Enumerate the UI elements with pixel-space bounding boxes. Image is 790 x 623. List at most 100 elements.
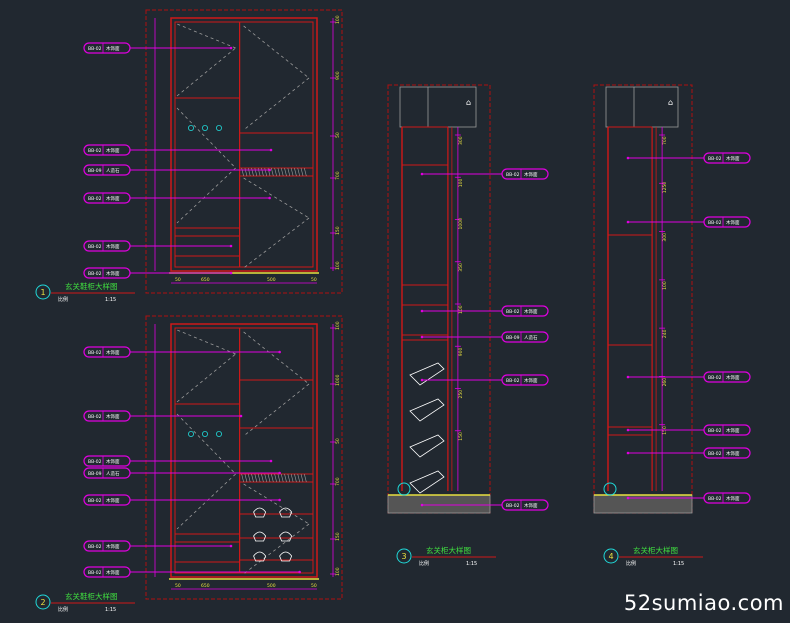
- scale-label: 比例: [626, 560, 636, 567]
- drawing-number: 4: [608, 552, 613, 561]
- leader-dot: [229, 271, 233, 275]
- dimension-value: 50: [335, 132, 341, 138]
- door-swing-line: [243, 483, 310, 525]
- drawing-number: 3: [401, 552, 406, 561]
- watermark-text: 52sumiao.com: [623, 591, 784, 615]
- dimension-value: 300: [458, 136, 464, 145]
- stone-hatch: [254, 167, 258, 177]
- scale-label: 比例: [419, 560, 429, 567]
- tag-code: BB-02: [708, 496, 722, 502]
- tag-code: BB-02: [506, 378, 520, 384]
- tag-code: BB-02: [88, 271, 102, 277]
- stone-hatch: [257, 473, 261, 483]
- dimension-value: 50: [175, 277, 181, 283]
- shoe-icon: [279, 551, 293, 562]
- stone-hatch: [300, 167, 304, 177]
- dimension-value: 1000: [335, 374, 341, 386]
- tag-code: BB-02: [88, 196, 102, 202]
- knob-icon: [215, 125, 222, 132]
- door-swing-line: [243, 177, 310, 219]
- dimension-value: 100: [335, 321, 341, 330]
- tag-material: 木饰面: [726, 374, 740, 381]
- tag-material: 木饰面: [106, 543, 120, 550]
- tag-material: 人造石: [106, 470, 120, 477]
- tag-material: 人造石: [106, 167, 120, 174]
- dimension-value: 900: [458, 348, 464, 357]
- tag-code: BB-02: [88, 570, 102, 576]
- dimension-value: 900: [335, 71, 341, 80]
- tag-code: BB-02: [708, 375, 722, 381]
- dimension-value: 250: [458, 390, 464, 399]
- tag-code: BB-02: [708, 156, 722, 162]
- tag-material: 人造石: [524, 334, 538, 341]
- tag-material: 木饰面: [726, 427, 740, 434]
- leader-dot: [278, 471, 281, 475]
- leader-dot: [420, 335, 424, 339]
- sheet-frame: [145, 9, 343, 294]
- leader-dot: [626, 496, 630, 500]
- door-swing-line: [243, 25, 310, 79]
- scale-value: 1:15: [466, 561, 477, 567]
- dimension-value: 100: [335, 15, 341, 24]
- leader-dot: [229, 46, 233, 50]
- tag-material: 木饰面: [726, 155, 740, 162]
- drawing-number-circle: [396, 548, 412, 564]
- dimension-value: 1250: [662, 182, 668, 194]
- knob-icon: [201, 430, 208, 437]
- light-fixture-icon: ⌂: [466, 98, 471, 107]
- stone-hatch: [267, 167, 271, 177]
- tag-material: 木饰面: [106, 195, 120, 202]
- tag-code: BB-02: [708, 220, 722, 226]
- dimension-value: 100: [458, 179, 464, 188]
- tag-material: 木饰面: [106, 413, 120, 420]
- shoe-rack-icon: [409, 362, 445, 386]
- door-swing-line: [243, 383, 310, 437]
- dimension-value: 650: [201, 277, 210, 283]
- door-swing-line: [243, 523, 310, 575]
- stone-hatch: [304, 167, 307, 177]
- dimension-value: 500: [267, 583, 276, 589]
- stone-hatch: [294, 473, 297, 483]
- drawing-title: 玄关柜大样图: [633, 545, 678, 555]
- shoe-icon: [253, 531, 267, 542]
- dimension-value: 50: [175, 583, 181, 589]
- knob-icon: [187, 430, 194, 437]
- stone-hatch: [294, 167, 297, 177]
- stone-hatch: [287, 167, 291, 177]
- tag-material: 木饰面: [106, 270, 120, 277]
- leader-dot: [626, 428, 630, 432]
- drawing-number: 2: [40, 598, 45, 607]
- leader-dot: [626, 451, 630, 455]
- drawing-title: 玄关柜大样图: [426, 545, 471, 555]
- drawing-number-circle: [35, 594, 51, 610]
- tag-material: 木饰面: [726, 495, 740, 502]
- stone-hatch: [264, 473, 268, 483]
- stone-hatch: [277, 473, 281, 483]
- leader-dot: [420, 172, 424, 176]
- leader-dot: [420, 309, 424, 313]
- tag-material: 木饰面: [106, 243, 120, 250]
- stone-hatch: [244, 167, 248, 177]
- leader-dot: [268, 168, 271, 172]
- leader-dot: [420, 378, 424, 382]
- stone-hatch: [290, 167, 294, 177]
- door-swing-line: [176, 329, 236, 355]
- dimension-value: 50: [311, 277, 317, 283]
- leader-dot: [229, 544, 233, 548]
- dimension-value: 100: [335, 567, 341, 576]
- stone-hatch: [284, 167, 287, 177]
- material-tag: BB-02 木饰面: [83, 267, 131, 279]
